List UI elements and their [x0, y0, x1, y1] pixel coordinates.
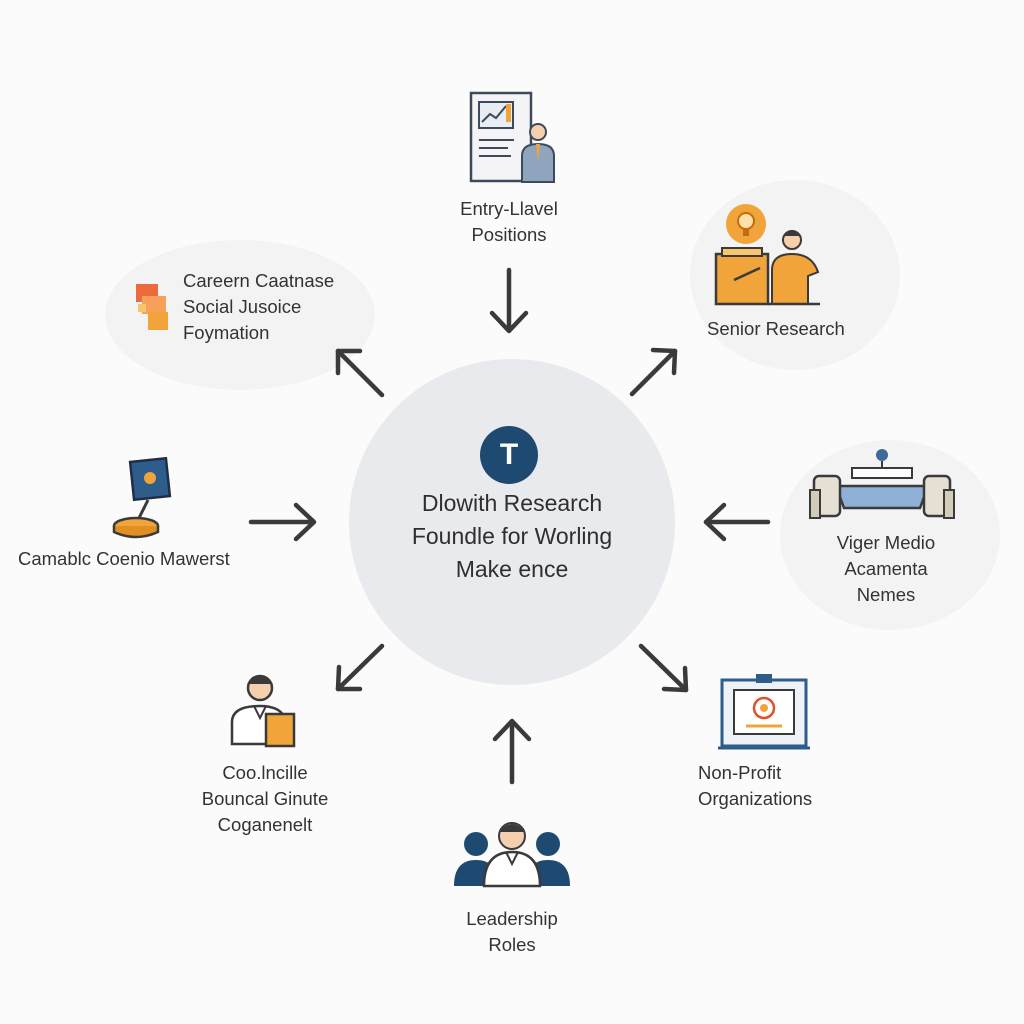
- label-line: Entry-Llavel: [460, 198, 558, 219]
- label-line: Camablc Coenio Mawerst: [18, 548, 230, 569]
- label-counsel: Coo.lncille Bouncal Ginute Coganenelt: [180, 760, 350, 838]
- label-entry-level: Entry-Llavel Positions: [409, 196, 609, 248]
- arrow-senior: [629, 347, 678, 397]
- arrow-counsel: [335, 643, 385, 692]
- label-line: Nemes: [856, 584, 916, 605]
- label-line: Positions: [471, 224, 547, 245]
- arrow-careern: [335, 348, 385, 398]
- label-line: Bouncal Ginute: [201, 788, 329, 809]
- label-line: Coganenelt: [217, 814, 313, 835]
- label-line: Viger Medio: [836, 532, 936, 553]
- hub-badge-icon: T: [480, 426, 538, 484]
- label-line: Careern Caatnase: [183, 270, 335, 291]
- hub-badge-letter: T: [499, 438, 519, 471]
- hub-title-line: Foundle for Worling: [411, 523, 613, 549]
- label-line: Acamenta: [844, 558, 928, 579]
- label-line: Non-Profit: [698, 762, 782, 783]
- team-group-icon: [454, 822, 570, 888]
- arrow-camablc: [248, 502, 317, 542]
- label-line: Social Jusoice: [183, 296, 302, 317]
- label-senior-research: Senior Research: [707, 316, 887, 342]
- document-person-icon: [469, 91, 555, 183]
- monitor-coin-icon: [112, 456, 172, 539]
- label-non-profit: Non-Profit Organizations: [698, 760, 838, 812]
- label-leadership: Leadership Roles: [430, 906, 594, 958]
- clipboard-board-icon: [718, 674, 810, 750]
- hub-title: Dlowith Research Foundle for Worling Mak…: [349, 487, 675, 586]
- researcher-lightbulb-icon: [714, 204, 820, 306]
- consultant-icon: [230, 674, 296, 748]
- hub-title-line: Make ence: [455, 556, 569, 582]
- label-line: Organizations: [698, 788, 813, 809]
- label-line: Leadership: [466, 908, 558, 929]
- arrow-nonprofit: [638, 643, 689, 693]
- arrow-viger: [703, 502, 771, 542]
- folders-icon: [136, 284, 168, 330]
- label-viger-medio: Viger Medio Acamenta Nemes: [800, 530, 972, 608]
- hub-title-line: Dlowith Research: [421, 490, 603, 516]
- label-careern: Careern Caatnase Social Jusoice Foymatio…: [183, 268, 373, 346]
- label-line: Foymation: [183, 322, 270, 343]
- label-camablc: Camablc Coenio Mawerst: [18, 546, 268, 572]
- label-line: Senior Research: [707, 318, 845, 339]
- arrow-leadership: [492, 718, 532, 785]
- arrow-entry: [489, 267, 529, 334]
- central-hub: T Dlowith Research Foundle for Worling M…: [349, 359, 675, 685]
- label-line: Roles: [488, 934, 536, 955]
- conference-room-icon: [809, 449, 955, 519]
- label-line: Coo.lncille: [222, 762, 308, 783]
